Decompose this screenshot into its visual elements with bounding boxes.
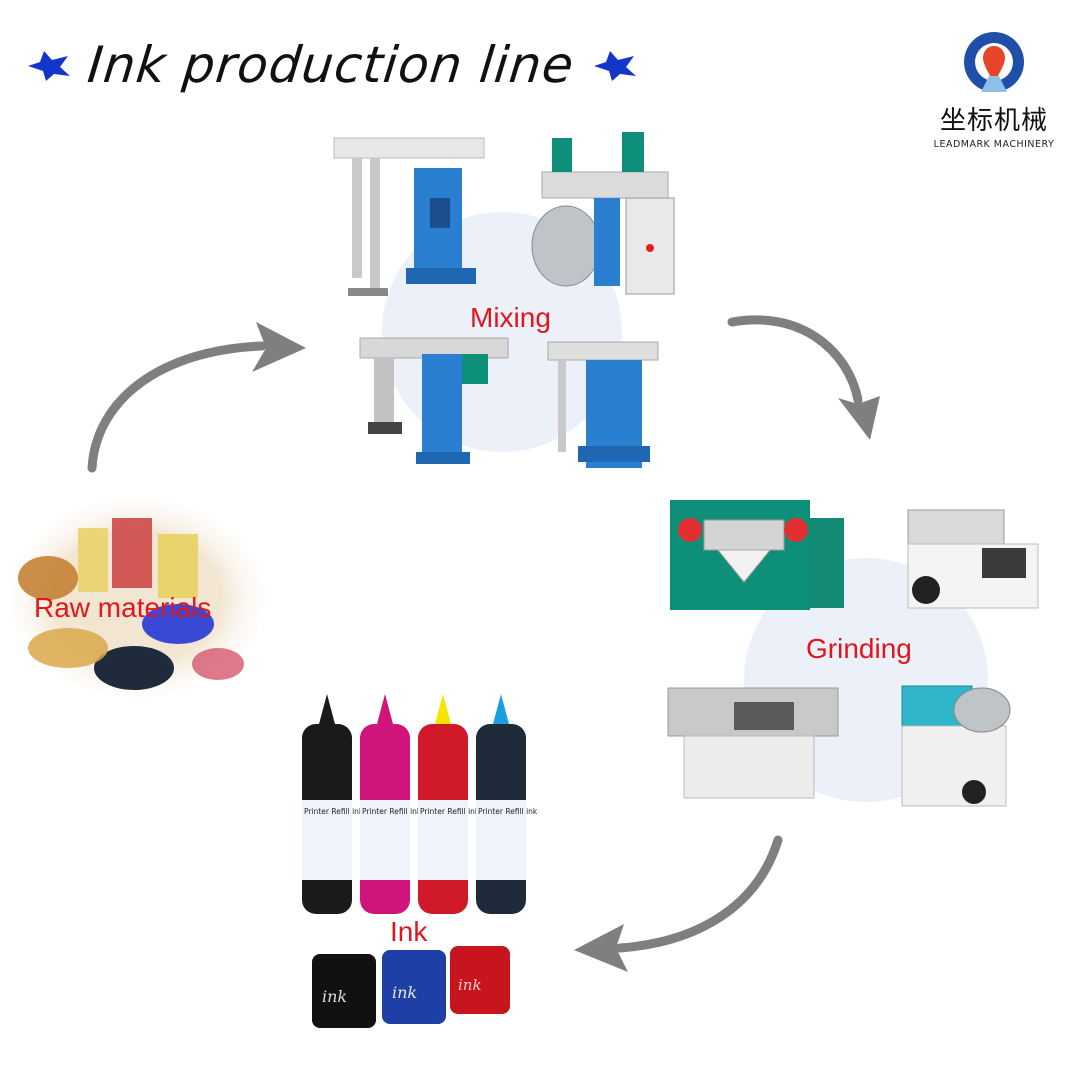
stage-label-mixing: Mixing — [470, 302, 551, 333]
ink-bottles: Printer Refill ink Printer Refill ink Pr… — [302, 694, 538, 914]
disperser-machine — [359, 337, 509, 464]
ink-bottle: Printer Refill ink — [476, 694, 538, 914]
disperser-machine — [547, 341, 659, 468]
title-row: Ink production line — [22, 36, 640, 94]
arrowhead-icon — [574, 924, 628, 972]
disperser-machine — [333, 137, 485, 296]
grinding-panel — [667, 500, 1039, 807]
jar-label-text: ink — [458, 976, 482, 994]
ink-jars: ink ink ink — [312, 946, 510, 1028]
three-roll-mill-machine — [670, 500, 844, 610]
ink-bottle: Printer Refill ink — [360, 694, 422, 914]
jar-label-text: ink — [392, 983, 417, 1002]
bead-mill-machine — [901, 685, 1011, 807]
bead-mill-machine — [667, 687, 839, 799]
arrowhead-icon — [838, 396, 880, 440]
star-icon — [28, 51, 70, 81]
raw-materials-collage — [9, 498, 265, 698]
mixing-panel — [333, 132, 675, 468]
bottle-label-text: Printer Refill ink — [420, 807, 480, 816]
bottle-label-text: Printer Refill ink — [478, 807, 538, 816]
arrow-mixing-to-grinding — [727, 315, 863, 405]
bottle-label-text: Printer Refill ink — [304, 807, 364, 816]
stage-label-ink: Ink — [390, 916, 428, 947]
logo-name-en: LEADMARK MACHINERY — [933, 139, 1055, 150]
ink-bottle: Printer Refill ink — [418, 694, 480, 914]
logo-mark-icon — [964, 32, 1024, 92]
arrow-grinding-to-ink — [615, 835, 783, 953]
arrow-raw-to-mixing — [87, 341, 267, 473]
ink-jar: ink — [450, 946, 510, 1014]
stage-label-raw-materials: Raw materials — [34, 592, 212, 623]
jar-label-text: ink — [322, 987, 347, 1006]
bead-mill-machine — [907, 509, 1039, 609]
star-icon — [594, 51, 636, 81]
stage-label-grinding: Grinding — [806, 633, 912, 664]
ink-jar: ink — [382, 950, 446, 1024]
company-logo: 坐标机械 LEADMARK MACHINERY — [926, 28, 1062, 158]
arrowhead-icon — [252, 322, 306, 372]
logo-name-cn: 坐标机械 — [939, 106, 1048, 136]
vacuum-mixer-machine — [531, 132, 675, 295]
bottle-label-text: Printer Refill ink — [362, 807, 422, 816]
ink-jar: ink — [312, 954, 376, 1028]
ink-bottle: Printer Refill ink — [302, 694, 364, 914]
